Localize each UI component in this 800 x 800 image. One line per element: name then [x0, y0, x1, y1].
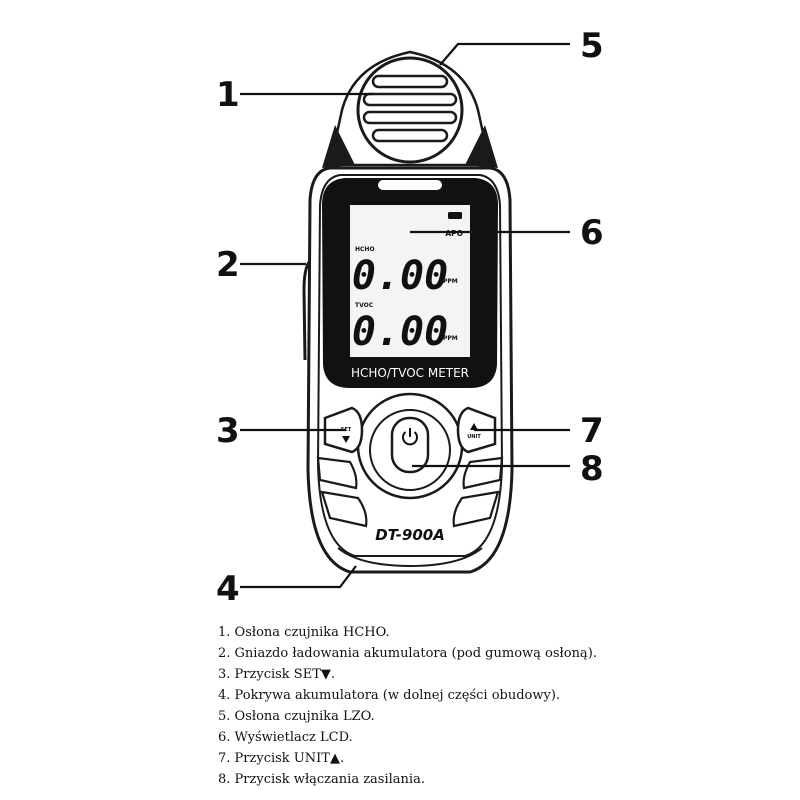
- power-button[interactable]: [390, 416, 430, 474]
- hcho-sensor-grille: [356, 56, 464, 164]
- body-inner-shell: [316, 174, 504, 557]
- leader-5: [439, 42, 570, 66]
- set-button-label: SET: [341, 427, 352, 433]
- battery-cover: [337, 547, 483, 568]
- callout-6: 6: [580, 213, 604, 253]
- leader-lines: [240, 42, 570, 589]
- callout-2: 2: [216, 245, 240, 285]
- lcd-assembly: APO HCHO 0.00 PPM TVOC 0.00 PPM HCHO/TVO…: [322, 178, 498, 388]
- lcd-hcho-value: 0.00: [352, 253, 448, 299]
- callout-3: 3: [216, 411, 240, 451]
- lcd-hcho-unit: PPM: [443, 278, 458, 285]
- callout-5: 5: [580, 26, 604, 66]
- lcd-top-slot: [378, 180, 442, 190]
- model-label: DT-900A: [375, 526, 445, 544]
- lcd-tvoc-value: 0.00: [352, 309, 448, 355]
- grip-right-lower: [452, 490, 500, 528]
- legend-item-2: 2. Gniazdo ładowania akumulatora (pod gu…: [218, 646, 597, 661]
- power-icon: [402, 428, 418, 446]
- battery-icon: [448, 212, 462, 219]
- head-left-wing: [322, 125, 355, 168]
- lcd-apo-label: APO: [445, 229, 463, 238]
- head-right-wing: [465, 125, 498, 168]
- legend-item-7: 7. Przycisk UNIT▲.: [218, 751, 345, 766]
- lcd-tvoc-label: TVOC: [355, 302, 374, 309]
- legend-item-3: 3. Przycisk SET▼.: [218, 667, 336, 682]
- legend: 1. Osłona czujnika HCHO. 2. Gniazdo łado…: [218, 622, 778, 790]
- triangle-down-icon: [342, 436, 350, 443]
- lcd-tvoc-unit: PPM: [443, 335, 458, 342]
- callout-7: 7: [580, 411, 604, 451]
- leader-4: [240, 565, 357, 589]
- callout-numbers: 1 5 2 6 3 7 8 4: [216, 26, 604, 609]
- callout-1: 1: [216, 75, 240, 115]
- callout-4: 4: [216, 569, 240, 609]
- button-panel: SET UNIT DT-900A: [316, 392, 504, 544]
- legend-item-6: 6. Wyświetlacz LCD.: [218, 730, 353, 745]
- sensor-head: [322, 50, 498, 168]
- callout-8: 8: [580, 449, 604, 489]
- charging-port-cover: [302, 261, 311, 361]
- grip-left-lower: [320, 490, 368, 528]
- unit-button-label: UNIT: [467, 434, 481, 440]
- legend-item-1: 1. Osłona czujnika HCHO.: [218, 625, 390, 640]
- legend-item-4: 4. Pokrywa akumulatora (w dolnej części …: [218, 688, 561, 703]
- legend-item-5: 5. Osłona czujnika LZO.: [218, 709, 375, 724]
- lcd-hcho-label: HCHO: [355, 246, 375, 253]
- grip-left-upper: [316, 456, 358, 490]
- legend-item-8: 8. Przycisk włączania zasilania.: [218, 772, 425, 787]
- triangle-up-icon: [470, 423, 478, 430]
- lcd-screen: [350, 205, 470, 357]
- meter-name-label: HCHO/TVOC METER: [351, 366, 469, 380]
